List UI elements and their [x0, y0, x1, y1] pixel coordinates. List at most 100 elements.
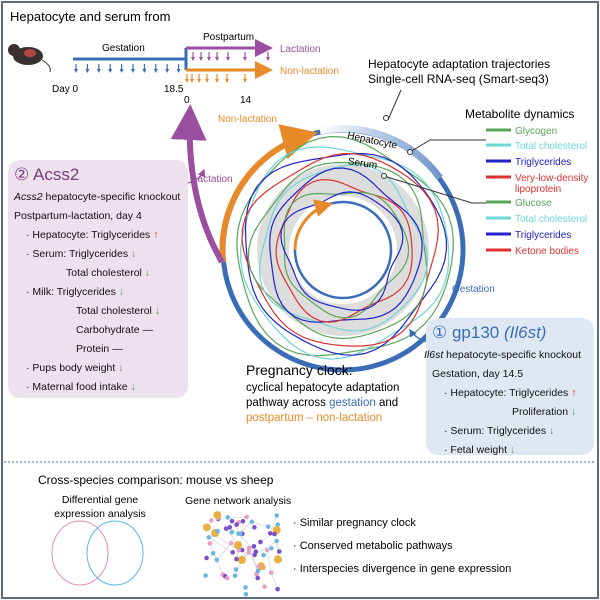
pointer-line — [387, 89, 402, 121]
gestation-clock-label: Gestation — [452, 284, 495, 295]
acss2-condition: Postpartum-lactation, day 4 — [14, 210, 142, 222]
gp130-title: ① gp130 (Il6st) — [432, 323, 547, 342]
sampling-arrow — [108, 64, 113, 73]
effect-item: · Milk: Triglycerides ↓ — [26, 286, 125, 298]
acss2-knockout-panel: ② Acss2 Acss2 hepatocyte-specific knocko… — [8, 160, 188, 398]
legend-label: Glucose — [515, 198, 552, 209]
direction-indicator: ↑ — [153, 229, 159, 241]
hepatocyte-segment — [319, 125, 443, 181]
sampling-arrow — [131, 64, 135, 73]
network-node — [202, 523, 211, 532]
venn-diagram — [51, 520, 144, 586]
findings-list: · Similar pregnancy clock · Conserved me… — [293, 517, 511, 575]
network-node — [269, 545, 274, 551]
effect-item: · Pups body weight ↓ — [26, 362, 124, 374]
network-node — [224, 575, 230, 581]
network-node — [233, 541, 242, 550]
sampling-arrow — [190, 74, 194, 83]
sampling-arrow — [185, 74, 189, 83]
network-node — [244, 514, 249, 520]
sampling-arrow — [153, 64, 158, 73]
serum-legend-pointer — [383, 175, 486, 204]
network-node — [206, 535, 212, 540]
non-lactation-arc — [219, 124, 318, 263]
gp130-knockout-panel: ① gp130 (Il6st) Il6st hepatocyte-specifi… — [424, 318, 594, 456]
network-node — [234, 522, 239, 527]
legend-label: Triglycerides — [515, 230, 571, 241]
metabolite-trajectory-curve — [280, 191, 404, 311]
lactation-label: Lactation — [280, 44, 321, 55]
network-node — [229, 529, 235, 535]
network-node — [237, 555, 246, 564]
sampling-arrow — [197, 74, 201, 83]
network-node — [215, 528, 220, 534]
network-node — [275, 586, 280, 592]
network-node — [214, 557, 220, 563]
sampling-arrow — [119, 64, 124, 73]
effect-item: · Fetal weight ↓ — [444, 444, 516, 456]
mouse-icon — [8, 44, 51, 73]
effect-item: Carbohydrate — — [76, 324, 154, 336]
network-node — [255, 575, 261, 581]
network-node — [273, 555, 282, 564]
network-node — [249, 519, 255, 525]
sampling-arrow — [243, 74, 247, 83]
direction-indicator: ↓ — [131, 248, 137, 260]
network-node — [274, 538, 279, 544]
network-node — [256, 563, 262, 569]
sampling-arrow — [74, 64, 78, 73]
effect-item: Total cholesterol ↓ — [66, 267, 151, 279]
effect-item: · Serum: Triglycerides ↓ — [26, 248, 137, 260]
cross-species-title: Cross-species comparison: mouse vs sheep — [38, 473, 274, 487]
non-lactation-label: Non-lactation — [280, 66, 339, 77]
network-node — [229, 518, 235, 524]
gp130-condition: Gestation, day 14.5 — [432, 368, 524, 380]
header-title: Hepatocyte and serum from — [10, 9, 170, 24]
sampling-arrow — [226, 52, 230, 61]
sampling-arrow — [205, 74, 209, 83]
network-node — [243, 591, 249, 597]
sampling-arrow — [191, 52, 195, 61]
network-node — [223, 526, 229, 531]
direction-indicator: ↓ — [570, 406, 577, 418]
metabolite-trajectory-curve — [247, 161, 428, 340]
legend-label: Triglycerides — [515, 157, 571, 168]
direction-indicator: ↓ — [130, 381, 136, 393]
finding-3: · Interspecies divergence in gene expres… — [293, 563, 511, 575]
network-node — [246, 550, 252, 555]
network-node — [204, 555, 209, 561]
sampling-arrow — [215, 74, 219, 83]
network-node — [265, 524, 271, 529]
network-node — [261, 552, 266, 558]
effect-item: · Hepatocyte: Triglycerides ↑ — [26, 229, 159, 241]
lactation-clock-label: Lactation — [192, 174, 233, 185]
legend-label: Very-low-density — [515, 173, 588, 184]
sampling-arrow — [199, 52, 203, 61]
deg-label-2: expression analysis — [54, 508, 146, 520]
clock-title: Pregnancy clock: — [246, 362, 353, 378]
network-node — [258, 539, 263, 545]
network-node — [203, 573, 208, 578]
direction-indicator: — — [112, 343, 123, 355]
pregnancy-clock-diagram: Hepatocyte Serum Lactation Non-lactation… — [170, 104, 495, 373]
sampling-arrow — [225, 74, 229, 83]
clock-line1: cyclical hepatocyte adaptation — [246, 382, 399, 394]
postpartum-label: Postpartum — [203, 32, 254, 43]
network-node — [268, 570, 274, 576]
sampling-arrow — [266, 52, 270, 61]
network-node — [208, 518, 214, 523]
effect-item: · Serum: Triglycerides ↓ — [444, 425, 555, 437]
metabolite-trajectory-curve — [269, 167, 423, 323]
finding-2: · Conserved metabolic pathways — [293, 540, 453, 552]
legend-label-cont: lipoprotein — [515, 184, 561, 195]
network-node — [255, 568, 261, 574]
timeline: Gestation Postpartum Lactation Non-lacta… — [52, 32, 339, 106]
legend-label: Glycogen — [515, 126, 557, 137]
sampling-arrow — [165, 64, 170, 73]
metabolite-trajectory-curve — [241, 152, 439, 347]
venn-circle-sheep — [86, 520, 144, 586]
network-node — [229, 540, 234, 546]
